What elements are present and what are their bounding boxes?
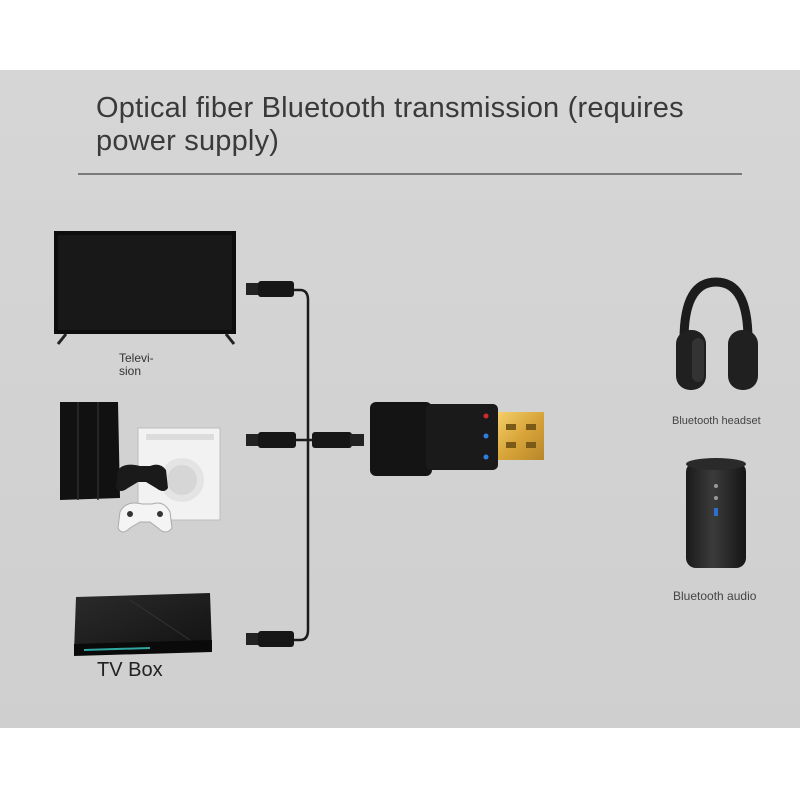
bluetooth-headset-icon [676, 277, 758, 390]
optical-cable-icon [292, 288, 312, 642]
tv-box-label: TV Box [97, 659, 163, 681]
game-console-icon [60, 402, 221, 533]
television-icon [54, 231, 236, 345]
television-label: Televi- sion [119, 351, 154, 378]
bluetooth-speaker-icon [686, 458, 746, 568]
diagram-title: Optical fiber Bluetooth transmission (re… [96, 92, 684, 157]
speaker-label: Bluetooth audio [673, 589, 757, 603]
bluetooth-transmitter-icon [370, 402, 544, 476]
title-divider [78, 173, 742, 175]
tv-box-icon [74, 593, 212, 656]
optical-plug-console [246, 432, 364, 448]
headset-label: Bluetooth headset [672, 415, 761, 427]
optical-plug-tv-box [246, 631, 294, 647]
optical-plug-tv [246, 281, 294, 297]
